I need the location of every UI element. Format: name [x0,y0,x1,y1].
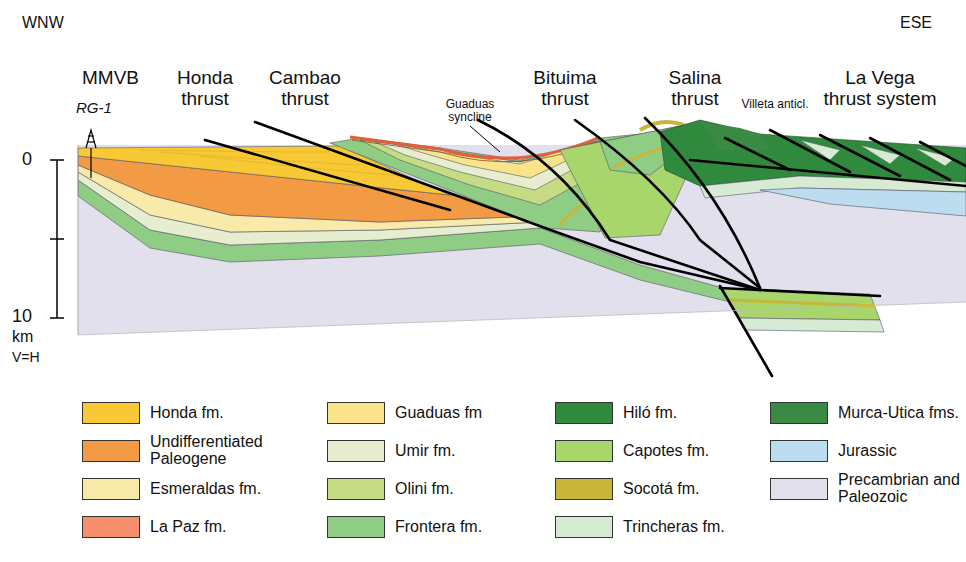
well-label: RG-1 [76,100,126,117]
legend-swatch [327,402,385,424]
fault-label: Cambao thrust [260,68,350,110]
fold-label: Villeta anticl. [740,98,810,111]
legend-text: Olini fm. [395,481,545,498]
legend-text: Hiló fm. [623,405,773,422]
scale-number: 0 [22,150,42,170]
direction-label: WNW [22,14,82,32]
legend-swatch [82,402,140,424]
legend-swatch [555,440,613,462]
legend-swatch [770,440,828,462]
fault-label: Honda thrust [160,68,250,110]
legend-text: Guaduas fm [395,405,545,422]
fold-label: Guaduas syncline [430,98,510,124]
legend-swatch [82,440,140,462]
scale-note: V=H [12,350,62,365]
fault-label: La Vega thrust system [820,68,940,110]
legend-text: La Paz fm. [150,519,300,536]
scale-unit: km [12,328,52,346]
cross-section [0,0,966,390]
fault-label: Salina thrust [650,68,740,110]
scale-number: 10 [12,307,42,327]
legend-swatch [555,516,613,538]
legend-swatch [327,478,385,500]
direction-label: ESE [900,14,960,32]
legend-text: Esmeraldas fm. [150,481,300,498]
legend-swatch [327,516,385,538]
legend-text: Trincheras fm. [623,519,773,536]
legend-swatch [82,478,140,500]
fault-label: Bituima thrust [520,68,610,110]
legend-swatch [327,440,385,462]
legend-text: Jurassic [838,443,966,460]
legend-text: Undifferentiated Paleogene [150,434,300,468]
legend-text: Precambrian and Paleozoic [838,472,966,506]
legend-text: Capotes fm. [623,443,773,460]
legend-text: Umir fm. [395,443,545,460]
legend-text: Honda fm. [150,405,300,422]
basin-label: MMVB [82,68,162,89]
legend-text: Frontera fm. [395,519,545,536]
legend-text: Socotá fm. [623,481,773,498]
legend-text: Murca-Utica fms. [838,405,966,422]
legend-swatch [770,402,828,424]
legend-swatch [82,516,140,538]
legend-swatch [770,478,828,500]
legend-swatch [555,402,613,424]
legend-swatch [555,478,613,500]
